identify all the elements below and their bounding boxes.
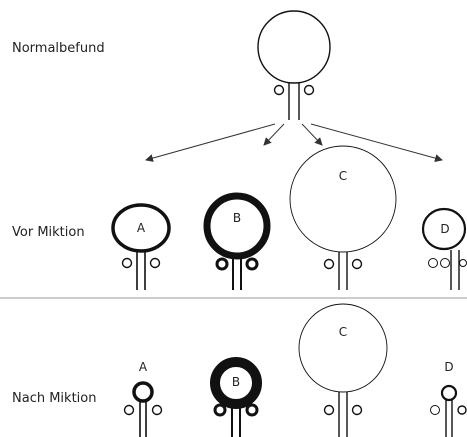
nach-bladder-d <box>430 384 467 437</box>
nach-label-c: C <box>339 325 347 339</box>
nach-c-ureter-right <box>351 404 363 416</box>
row-label-nach-miktion: Nach Miktion <box>12 391 96 406</box>
nach-a-ureter-left <box>123 404 135 416</box>
nach-bladder-a <box>123 381 163 437</box>
vor-bladder-d <box>421 207 467 290</box>
vor-b-ureter-left <box>215 257 229 271</box>
arrow-to-b <box>263 123 285 146</box>
row-label-vor-miktion: Vor Miktion <box>12 225 85 240</box>
arrow-to-c <box>301 123 323 146</box>
vor-a-ureter-left <box>121 257 133 269</box>
nach-a-ureter-right <box>151 404 163 416</box>
vor-label-b: B <box>233 211 241 225</box>
nach-a-body <box>132 381 154 403</box>
vor-d-ureter-right <box>440 258 450 268</box>
vor-bladder-a <box>111 203 171 290</box>
vor-label-c: C <box>339 169 347 183</box>
vor-a-ureter-right <box>149 257 161 269</box>
vor-label-a: A <box>137 221 146 235</box>
vor-bladder-c <box>289 145 397 290</box>
arrows <box>145 123 443 163</box>
nach-bladder-c <box>298 303 388 437</box>
vor-c-ureter-right <box>351 258 363 270</box>
nach-label-a: A <box>139 360 148 374</box>
vor-bladder-b <box>203 192 271 290</box>
vor-a-body <box>111 203 171 253</box>
vor-c-ureter-left <box>323 258 335 270</box>
arrow-to-d <box>310 123 443 163</box>
normal-ureter-right <box>303 84 315 96</box>
normal-ureter-left <box>273 84 285 96</box>
row-label-normal: Normalbefund <box>12 41 105 56</box>
vor-d-ureter-far-right <box>459 259 467 267</box>
vor-d-ureter-left <box>428 258 438 268</box>
vor-d-body <box>421 207 467 251</box>
nach-b-ureter-left <box>213 403 227 417</box>
nach-b-ureter-right <box>245 403 259 417</box>
vor-c-body <box>289 145 397 253</box>
nach-label-b: B <box>232 375 240 389</box>
vor-label-d: D <box>440 222 449 236</box>
nach-d-ureter-right <box>457 405 467 415</box>
nach-label-d: D <box>444 360 453 374</box>
nach-d-ureter-left <box>430 405 440 415</box>
normal-bladder-body <box>257 10 331 84</box>
nach-c-body <box>298 303 388 393</box>
nach-d-body <box>440 384 458 402</box>
nach-bladder-b <box>210 357 262 437</box>
vor-b-body <box>203 192 271 260</box>
vor-b-ureter-right <box>245 257 259 271</box>
nach-b-body <box>210 357 262 409</box>
normal-bladder <box>257 10 331 120</box>
arrow-to-a <box>145 123 276 162</box>
nach-c-ureter-left <box>323 404 335 416</box>
